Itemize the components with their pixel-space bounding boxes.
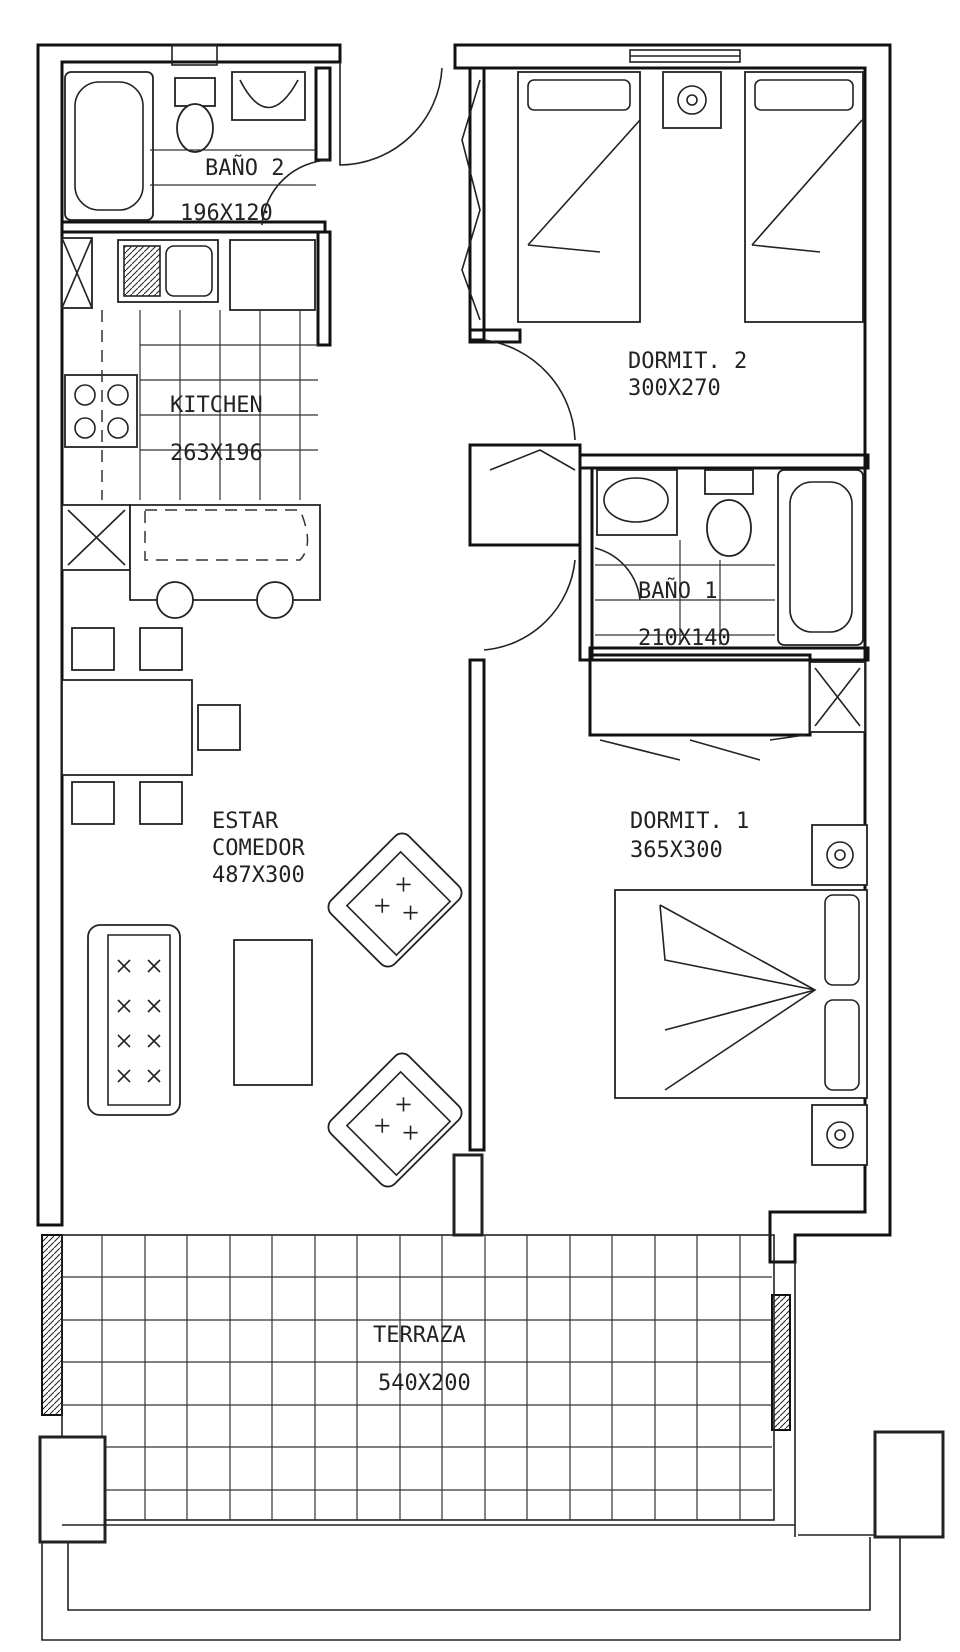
comedor-name: COMEDOR bbox=[212, 836, 305, 861]
bano-1-fixtures bbox=[595, 469, 864, 646]
estar-comedor-size: 487X300 bbox=[212, 863, 305, 888]
estar-name: ESTAR bbox=[212, 809, 279, 834]
bano-1-name: BAÑO 1 bbox=[638, 577, 717, 604]
bano-2-name: BAÑO 2 bbox=[205, 154, 284, 181]
doors bbox=[261, 62, 641, 651]
dormit-2-name: DORMIT. 2 bbox=[628, 349, 747, 374]
dormit-1-furniture bbox=[599, 661, 868, 1166]
dormit-1-name: DORMIT. 1 bbox=[630, 809, 749, 834]
terraza-name: TERRAZA bbox=[373, 1323, 466, 1348]
kitchen-size: 263X196 bbox=[170, 441, 263, 466]
bano-2-size: 196X120 bbox=[180, 201, 273, 226]
bano-1-size: 210X140 bbox=[638, 626, 731, 651]
dormit-2-size: 300X270 bbox=[628, 376, 721, 401]
interior-walls bbox=[60, 66, 870, 1237]
dormit-1-size: 365X300 bbox=[630, 838, 723, 863]
bano-2-fixtures bbox=[64, 71, 316, 221]
dormit-2-furniture bbox=[461, 71, 864, 471]
terrace bbox=[38, 1234, 945, 1641]
room-labels: BAÑO 2 196X120 KITCHEN 263X196 DORMIT. 2… bbox=[170, 154, 749, 1396]
terraza-size: 540X200 bbox=[378, 1371, 471, 1396]
kitchen-name: KITCHEN bbox=[170, 393, 263, 418]
outer-walls bbox=[36, 43, 892, 1264]
living-furniture bbox=[61, 627, 463, 1188]
kitchen-fixtures bbox=[61, 237, 321, 619]
